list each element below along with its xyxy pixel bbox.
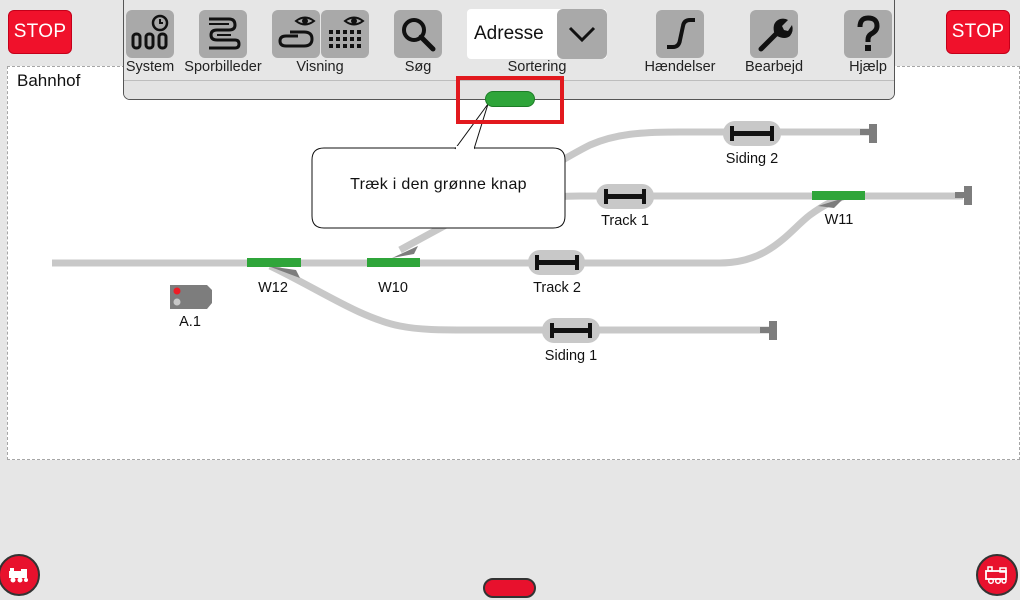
w11-tongue	[818, 198, 844, 208]
loco-button-left[interactable]	[0, 554, 40, 596]
hjaelp-label: Hjælp	[849, 59, 887, 75]
eye-track-icon	[278, 16, 316, 48]
toolbar-drag-handle[interactable]	[485, 91, 535, 107]
sortering-dropdown[interactable]: Adresse	[467, 9, 607, 59]
track-siding1-line	[268, 262, 770, 334]
loco-button-right[interactable]	[976, 554, 1018, 596]
highlight-box	[456, 76, 564, 124]
switch-w10	[367, 258, 420, 267]
buffer-siding1	[760, 327, 770, 333]
sortering-label: Sortering	[507, 59, 567, 75]
bearbejd-button[interactable]	[750, 10, 798, 58]
track-layout-icon	[209, 17, 241, 50]
visning-button-1[interactable]	[272, 10, 320, 58]
label-w12: W12	[258, 280, 288, 296]
buffer-siding2	[860, 129, 870, 135]
label-siding2: Siding 2	[725, 151, 779, 167]
toolbar-strip	[124, 80, 894, 99]
label-signal: A.1	[179, 314, 201, 330]
signal-a1	[170, 285, 212, 309]
system-button[interactable]	[126, 10, 174, 58]
clock-grid-icon	[131, 14, 169, 50]
track-main-line	[52, 192, 847, 267]
label-track1: Track 1	[601, 213, 649, 229]
stop-button-right[interactable]: STOP	[946, 10, 1010, 54]
track2-segment	[528, 250, 585, 275]
hint-tooltip: Træk i den grønne knap	[312, 148, 565, 228]
hjaelp-button[interactable]	[844, 10, 892, 58]
sporbilleder-label: Sporbilleder	[184, 59, 262, 75]
tooltip-text: Træk i den grønne knap	[350, 176, 527, 193]
siding1-segment	[542, 318, 600, 343]
haendelser-button[interactable]	[656, 10, 704, 58]
chevron-down-icon	[568, 26, 596, 43]
buffer-track1	[955, 192, 965, 198]
w12-tongue	[268, 266, 300, 278]
sortering-chevron[interactable]	[557, 9, 607, 59]
haendelser-label: Hændelser	[644, 59, 716, 75]
label-w11: W11	[824, 212, 854, 228]
step-curve-icon	[667, 18, 695, 49]
sog-label: Søg	[404, 59, 432, 75]
locomotive-icon	[985, 566, 1007, 584]
sporbilleder-button[interactable]	[199, 10, 247, 58]
label-w10: W10	[378, 280, 408, 296]
sortering-value: Adresse	[474, 23, 544, 44]
track1-segment	[596, 184, 654, 209]
panel-title: Bahnhof	[17, 71, 81, 90]
locomotive-icon	[9, 568, 28, 583]
label-siding1: Siding 1	[544, 348, 598, 364]
wrench-icon	[758, 18, 793, 52]
visning-label: Visning	[296, 59, 344, 75]
question-icon	[857, 15, 880, 51]
visning-button-2[interactable]	[321, 10, 369, 58]
siding2-segment	[723, 121, 781, 146]
switch-w12	[247, 258, 301, 267]
toolbar: Adresse System Sporbilleder Visning Søg …	[123, 0, 895, 100]
switch-w11	[812, 191, 865, 200]
magnifier-icon	[402, 18, 436, 52]
bottom-drag-handle[interactable]	[483, 578, 536, 598]
sog-button[interactable]	[394, 10, 442, 58]
eye-dots-icon	[329, 16, 365, 48]
bearbejd-label: Bearbejd	[744, 59, 804, 75]
w10-tongue	[392, 246, 418, 258]
system-label: System	[125, 59, 175, 75]
label-track2: Track 2	[533, 280, 581, 296]
stop-button-left[interactable]: STOP	[8, 10, 72, 54]
